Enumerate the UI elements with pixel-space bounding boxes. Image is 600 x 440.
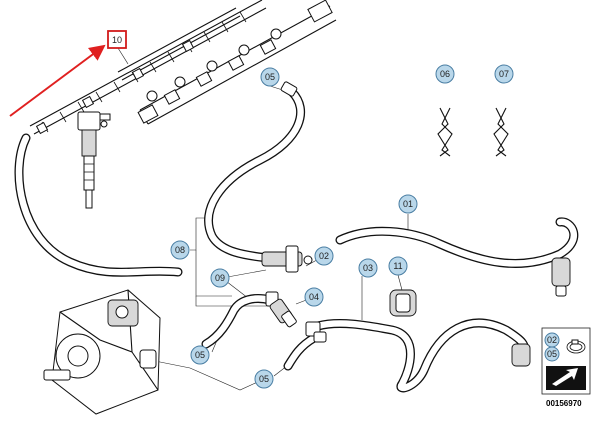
clip-06: [437, 107, 453, 157]
svg-text:10: 10: [112, 35, 122, 45]
legend-callout-02[interactable]: 02: [544, 332, 560, 348]
svg-text:02: 02: [547, 335, 557, 345]
high-pressure-pump: [43, 289, 161, 415]
fitting-04: [269, 298, 297, 328]
fittings: [261, 81, 571, 367]
clip-11: [389, 289, 417, 317]
pointer-arrow: [9, 44, 106, 117]
callout-02[interactable]: 02: [314, 246, 334, 266]
diagram-code: 00156970: [546, 399, 582, 408]
callout-03[interactable]: 03: [358, 258, 378, 278]
svg-text:05: 05: [259, 374, 269, 384]
svg-text:04: 04: [309, 292, 319, 302]
callout-05-bottom[interactable]: 05: [254, 369, 274, 389]
svg-text:02: 02: [319, 251, 329, 261]
callout-05-top[interactable]: 05: [260, 67, 280, 87]
hose-clamp-icon: [566, 339, 586, 354]
fuel-rail-assembly: [29, 0, 267, 209]
svg-text:08: 08: [175, 245, 185, 255]
callout-06[interactable]: 06: [435, 64, 455, 84]
high-pressure-rail: [137, 0, 337, 125]
leader-lines: [117, 47, 409, 391]
callout-08[interactable]: 08: [170, 240, 190, 260]
svg-text:01: 01: [403, 199, 413, 209]
legend-box: 02 05: [541, 327, 591, 395]
legend-callout-05[interactable]: 05: [544, 346, 560, 362]
hose-paths: [14, 87, 579, 393]
callout-04[interactable]: 04: [304, 287, 324, 307]
svg-text:09: 09: [215, 273, 225, 283]
svg-text:11: 11: [393, 261, 402, 271]
callout-10[interactable]: 10: [107, 30, 127, 49]
svg-text:05: 05: [547, 349, 557, 359]
callout-05-left[interactable]: 05: [190, 345, 210, 365]
clip-07: [493, 107, 509, 157]
svg-text:06: 06: [440, 69, 450, 79]
direction-arrow-icon: [546, 366, 586, 390]
svg-text:07: 07: [499, 69, 509, 79]
callout-11[interactable]: 11: [388, 256, 408, 276]
callout-07[interactable]: 07: [494, 64, 514, 84]
svg-text:03: 03: [363, 263, 373, 273]
injector: [77, 111, 111, 209]
svg-text:05: 05: [195, 350, 205, 360]
callout-01[interactable]: 01: [398, 194, 418, 214]
svg-text:05: 05: [265, 72, 275, 82]
callout-09[interactable]: 09: [210, 268, 230, 288]
